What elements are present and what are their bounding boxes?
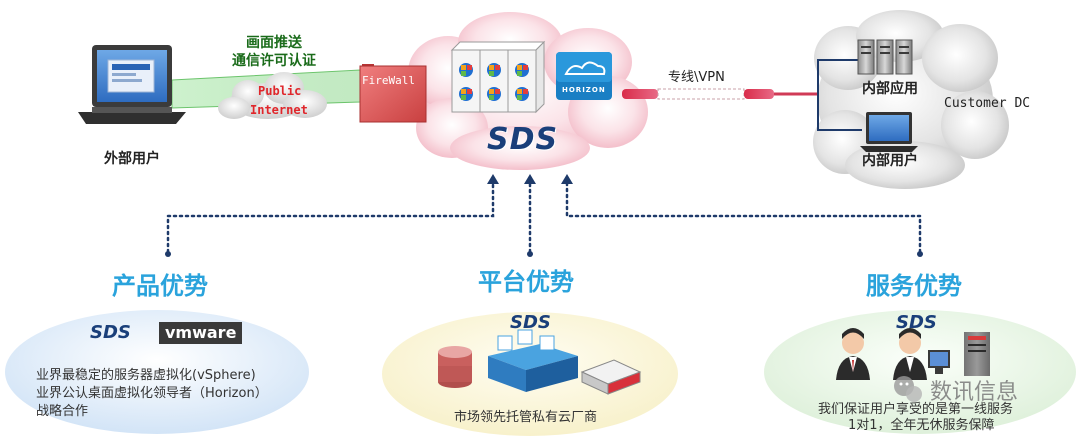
connector-dots: [165, 251, 923, 257]
service-line-1: 我们保证用户享受的是第一线服务: [818, 402, 1014, 417]
vmware-logo: vmware: [159, 322, 243, 344]
firewall-label: FireWall: [362, 74, 415, 87]
public-internet-label-1: Public: [258, 84, 302, 98]
horizon-label: HORIZON: [562, 86, 606, 94]
sds-cloud-logo: SDS: [487, 122, 559, 157]
connector-arrowheads: [487, 174, 573, 184]
firewall-icon: [359, 64, 427, 123]
wechat-watermark-icon: [894, 376, 922, 402]
internal-users-label: 内部用户: [862, 153, 918, 169]
external-user-label: 外部用户: [104, 151, 160, 167]
dc-connector-lines: [817, 59, 862, 131]
license-auth-label: 通信许可认证: [232, 53, 316, 69]
horizon-logo-icon: [556, 52, 612, 100]
blade-server-icon: [488, 329, 578, 392]
support-engineer-icon: [893, 328, 950, 380]
product-advantage-title: 产品优势: [112, 272, 208, 300]
watermark-text: 数讯信息: [930, 380, 1019, 405]
service-advantage-title: 服务优势: [866, 272, 962, 300]
network-switch-icon: [580, 359, 642, 395]
platform-sds-logo: SDS: [510, 312, 551, 333]
server-rack-icon: [450, 40, 546, 114]
internal-app-server-icon: [857, 39, 913, 75]
tower-server-icon: [964, 332, 990, 376]
platform-line-1: 市场领先托管私有云厂商: [454, 410, 598, 425]
screen-push-label: 画面推送: [246, 35, 302, 51]
service-line-2: 1对1，全年无休服务保障: [848, 418, 995, 433]
platform-advantage-title: 平台优势: [478, 268, 574, 296]
support-person-icon: [836, 328, 870, 380]
product-line-2: 业界公认桌面虚拟化领导者（Horizon）: [36, 386, 268, 401]
vpn-tunnel: [622, 88, 818, 100]
product-line-3: 战略合作: [36, 404, 89, 419]
public-internet-cloud: [218, 72, 327, 119]
vpn-label: 专线\VPN: [668, 70, 725, 85]
internal-user-laptop-icon: [860, 112, 918, 152]
product-line-1: 业界最稳定的服务器虚拟化(vSphere): [36, 368, 256, 383]
service-sds-logo: SDS: [896, 312, 937, 333]
external-user-laptop-icon: [78, 45, 186, 124]
internal-apps-label: 内部应用: [862, 81, 918, 97]
panel-connectors: [166, 180, 922, 254]
storage-disk-icon: [438, 346, 472, 388]
customer-dc-label: Customer DC: [944, 96, 1031, 111]
product-sds-logo: SDS: [90, 322, 131, 343]
public-internet-label-2: Internet: [250, 103, 308, 117]
